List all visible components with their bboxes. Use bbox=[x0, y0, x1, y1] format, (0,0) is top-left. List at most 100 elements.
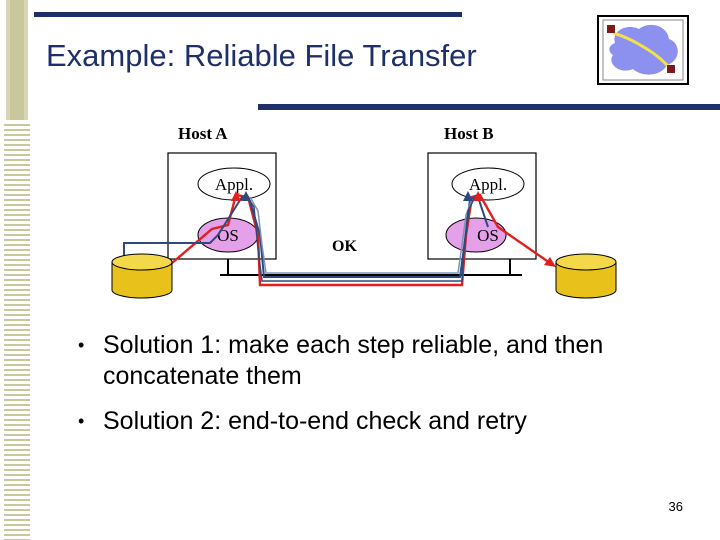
stripe-line bbox=[4, 129, 30, 131]
stripe-line bbox=[4, 199, 30, 201]
stripe-line bbox=[4, 499, 30, 501]
stripe-line bbox=[4, 329, 30, 331]
stripe-line bbox=[4, 384, 30, 386]
stripe-line bbox=[4, 319, 30, 321]
stripe-line bbox=[4, 519, 30, 521]
stripe-line bbox=[4, 144, 30, 146]
stripe-line bbox=[4, 429, 30, 431]
stripe-line bbox=[4, 454, 30, 456]
mid-accent-line bbox=[258, 104, 720, 110]
stripe-line bbox=[4, 349, 30, 351]
stripe-line bbox=[4, 489, 30, 491]
stripe-line bbox=[4, 159, 30, 161]
host-b-os-ellipse bbox=[445, 217, 507, 253]
blue-arrow-appl-a bbox=[241, 191, 251, 201]
stripe-line bbox=[4, 174, 30, 176]
stripe-line bbox=[4, 419, 30, 421]
stripe-line bbox=[4, 379, 30, 381]
stripe-line bbox=[4, 424, 30, 426]
stripe-line bbox=[4, 444, 30, 446]
stripe-line bbox=[4, 259, 30, 261]
bullet-icon: • bbox=[78, 411, 85, 431]
disk-b-icon bbox=[555, 253, 617, 299]
stripe-line bbox=[4, 439, 30, 441]
red-arrow-appl-a bbox=[231, 191, 241, 201]
stripe-line bbox=[4, 359, 30, 361]
file-transfer-diagram: Host A Host B Appl. Appl. OS OS OK bbox=[111, 124, 617, 299]
stripe-line bbox=[4, 409, 30, 411]
stripe-line bbox=[4, 229, 30, 231]
stripe-line bbox=[4, 234, 30, 236]
stripe-line bbox=[4, 184, 30, 186]
blue-check-path-inner-2 bbox=[245, 194, 477, 282]
slide-title: Example: Reliable File Transfer bbox=[46, 38, 477, 73]
stripe-line bbox=[4, 374, 30, 376]
stripe-line bbox=[4, 459, 30, 461]
stripe-line bbox=[4, 299, 30, 301]
stripe-line bbox=[4, 524, 30, 526]
stripe-line bbox=[4, 244, 30, 246]
stripe-line bbox=[4, 134, 30, 136]
stripe-line bbox=[4, 534, 30, 536]
host-b-appl-label: Appl. bbox=[469, 175, 507, 194]
stripe-line bbox=[4, 194, 30, 196]
stripe-line bbox=[4, 209, 30, 211]
stripe-line bbox=[4, 254, 30, 256]
stripe-line bbox=[4, 494, 30, 496]
stripe-line bbox=[4, 139, 30, 141]
blue-check-path-inner bbox=[249, 196, 473, 274]
page-number: 36 bbox=[668, 499, 683, 514]
stripe-line bbox=[4, 164, 30, 166]
stripe-line bbox=[4, 369, 30, 371]
stripe-line bbox=[4, 264, 30, 266]
stripe-line bbox=[4, 334, 30, 336]
stripe-line bbox=[4, 314, 30, 316]
bullet-list: • Solution 1: make each step reliable, a… bbox=[78, 330, 678, 451]
side-stripe-pattern bbox=[0, 0, 34, 540]
stripe-line bbox=[4, 219, 30, 221]
stripe-line bbox=[4, 469, 30, 471]
stripe-line bbox=[4, 479, 30, 481]
stripe-line bbox=[4, 304, 30, 306]
stripe-line bbox=[4, 279, 30, 281]
stripe-line bbox=[4, 404, 30, 406]
host-b-os-label: OS bbox=[477, 226, 499, 245]
stripe-line bbox=[4, 309, 30, 311]
stripe-line bbox=[4, 474, 30, 476]
host-b-label: Host B bbox=[444, 124, 494, 143]
bullet-item: • Solution 2: end-to-end check and retry bbox=[78, 406, 678, 437]
stripe-line bbox=[4, 249, 30, 251]
stripe-line bbox=[4, 224, 30, 226]
stripe-line bbox=[4, 464, 30, 466]
red-arrow-disk-b bbox=[544, 257, 556, 267]
bullet-icon: • bbox=[78, 335, 85, 355]
stripe-line bbox=[4, 239, 30, 241]
stripe-line bbox=[4, 124, 30, 126]
host-a-appl-label: Appl. bbox=[215, 175, 253, 194]
disk-a-icon bbox=[111, 253, 173, 299]
stripe-line bbox=[4, 434, 30, 436]
stripe-line bbox=[4, 514, 30, 516]
stripe-line bbox=[4, 284, 30, 286]
stripe-line bbox=[4, 179, 30, 181]
stripe-line bbox=[4, 364, 30, 366]
blue-arrow-appl-b bbox=[463, 191, 473, 201]
stripe-line bbox=[4, 214, 30, 216]
stripe-line bbox=[4, 169, 30, 171]
stripe-line bbox=[4, 294, 30, 296]
stripe-line bbox=[4, 324, 30, 326]
stripe-line bbox=[4, 394, 30, 396]
stripe-line bbox=[4, 189, 30, 191]
stripe-line bbox=[4, 399, 30, 401]
stripe-line bbox=[4, 509, 30, 511]
stripe-line bbox=[4, 339, 30, 341]
stripe-line bbox=[4, 269, 30, 271]
stripe-line bbox=[4, 344, 30, 346]
stripe-line bbox=[4, 274, 30, 276]
stripe-line bbox=[4, 149, 30, 151]
stripe-line bbox=[4, 449, 30, 451]
stripe-line bbox=[4, 529, 30, 531]
host-b-appl-ellipse bbox=[451, 167, 525, 201]
stripe-line bbox=[4, 204, 30, 206]
stripe-line bbox=[4, 389, 30, 391]
